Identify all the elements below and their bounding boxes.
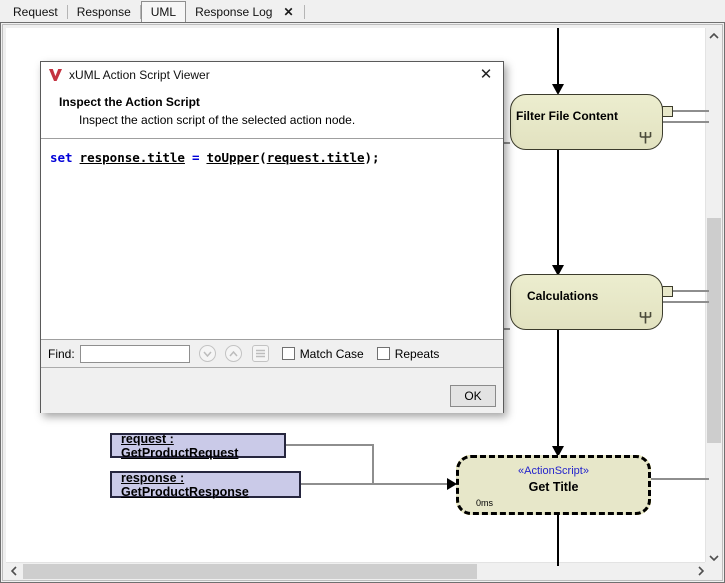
arrowhead-icon <box>552 265 564 276</box>
node-stereotype: «ActionScript» <box>518 465 589 477</box>
node-label: Calculations <box>527 289 599 303</box>
tab-label: Response Log <box>195 5 273 19</box>
object-node-label: request : GetProductRequest <box>121 431 239 460</box>
match-case-label: Match Case <box>299 346 364 361</box>
horizontal-scrollbar[interactable] <box>6 562 709 579</box>
output-pin <box>662 286 673 297</box>
tab-separator <box>139 5 141 19</box>
tab-label: UML <box>150 5 177 19</box>
scroll-down-icon[interactable] <box>706 550 722 566</box>
node-get-title[interactable]: «ActionScript» Get Title 0ms <box>456 455 651 515</box>
action-script-code-line: set response.title = toUpper(request.title)… <box>50 150 503 165</box>
tab-request[interactable]: Request <box>4 2 67 22</box>
xuml-logo-icon <box>49 69 62 81</box>
object-node-label: response : GetProductResponse <box>121 470 249 499</box>
node-label: Get Title <box>528 480 579 494</box>
code-argument-link[interactable]: request.title <box>266 150 365 165</box>
node-label: Filter File Content <box>516 109 618 123</box>
repeats-checkbox[interactable] <box>376 347 390 360</box>
object-node-request[interactable]: request : GetProductRequest <box>110 431 286 460</box>
highlight-all-button[interactable] <box>251 345 269 362</box>
scroll-up-icon[interactable] <box>706 28 722 44</box>
tab-uml[interactable]: UML <box>140 1 187 22</box>
arrowhead-icon <box>552 446 564 457</box>
vertical-scrollbar[interactable] <box>705 28 721 566</box>
find-label: Find: <box>48 346 75 361</box>
code-keyword: set <box>50 150 73 165</box>
tab-separator <box>66 5 68 19</box>
dialog-title-bar[interactable]: xUML Action Script Viewer ✕ <box>41 62 503 88</box>
node-duration: 0ms <box>476 498 494 508</box>
selection-highlight: «ActionScript» Get Title 0ms <box>456 455 651 515</box>
object-flow-edge <box>496 110 709 480</box>
dialog-title: xUML Action Script Viewer <box>69 68 210 82</box>
scrollbar-corner <box>705 562 721 579</box>
horizontal-scroll-thumb[interactable] <box>23 564 477 579</box>
find-bar: Find: Match Case Repeats <box>41 340 503 368</box>
find-previous-button[interactable] <box>224 345 242 362</box>
ok-button[interactable]: OK <box>450 385 496 407</box>
dialog-footer: OK <box>41 368 503 413</box>
scroll-right-icon[interactable] <box>693 563 709 579</box>
code-paren: ( <box>259 150 267 165</box>
object-flow-edge <box>286 444 447 485</box>
code-paren: ); <box>364 150 380 165</box>
object-node-response[interactable]: response : GetProductResponse <box>110 470 301 499</box>
code-lhs-link[interactable]: response.title <box>79 150 185 165</box>
action-script-editor[interactable]: set response.title = toUpper(request.title)… <box>41 138 503 340</box>
xuml-action-script-viewer-dialog: xUML Action Script Viewer ✕ Inspect the … <box>40 61 504 413</box>
rake-icon <box>639 312 652 324</box>
tab-label: Response <box>76 5 131 19</box>
node-calculations[interactable]: Calculations <box>510 274 663 330</box>
tab-label: Request <box>13 5 58 19</box>
repeats-label: Repeats <box>394 346 440 361</box>
find-next-button[interactable] <box>198 345 216 362</box>
rake-icon <box>639 132 652 144</box>
arrowhead-icon <box>552 84 564 95</box>
tab-close-icon[interactable]: ✕ <box>283 5 294 19</box>
tab-response[interactable]: Response <box>68 2 140 22</box>
dialog-heading: Inspect the Action Script <box>59 95 200 109</box>
dialog-close-icon[interactable]: ✕ <box>479 66 493 83</box>
scroll-left-icon[interactable] <box>6 563 22 579</box>
node-filter-file-content[interactable]: Filter File Content <box>510 94 663 150</box>
output-pin <box>662 106 673 117</box>
dialog-header: Inspect the Action Script Inspect the ac… <box>41 88 503 138</box>
tab-response-log[interactable]: Response Log ✕ <box>186 2 303 22</box>
match-case-checkbox[interactable] <box>281 347 295 360</box>
tab-bar: Request Response UML Response Log ✕ <box>0 0 725 22</box>
arrowhead-icon <box>447 478 457 490</box>
dialog-subheading: Inspect the action script of the selecte… <box>79 113 356 127</box>
find-input[interactable] <box>79 344 190 363</box>
tab-separator <box>303 5 305 19</box>
code-function-link[interactable]: toUpper <box>206 150 260 165</box>
diagram-edges <box>286 28 709 566</box>
vertical-scroll-thumb[interactable] <box>707 218 721 443</box>
code-operator: = <box>191 150 200 165</box>
